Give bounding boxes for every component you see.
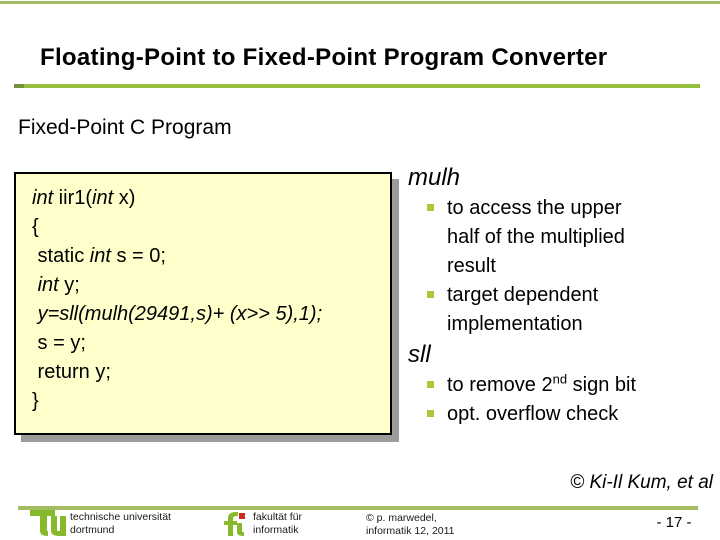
section-heading-sll: sll	[408, 341, 431, 368]
list-item: opt. overflow check	[427, 400, 714, 429]
mulh-bullet-list: to access the upper half of the multipli…	[408, 194, 714, 339]
code-segment: int	[37, 274, 59, 296]
code-segment: s = 0;	[110, 245, 166, 267]
list-item-text: to access the upper half of the multipli…	[447, 194, 625, 281]
code-line: s = y;	[32, 329, 382, 358]
item-line: implementation	[447, 313, 583, 335]
sll-bullet-list: to remove 2nd sign bit opt. overflow che…	[408, 371, 714, 429]
slide-title: Floating-Point to Fixed-Point Program Co…	[40, 44, 608, 72]
list-item-text: target dependent implementation	[447, 281, 598, 339]
code-line: y=sll(mulh(29491,s)+ (x>> 5),1);	[32, 300, 382, 329]
item-text-post: sign bit	[567, 374, 637, 396]
top-accent-line	[0, 1, 720, 4]
page-number: - 17 -	[656, 514, 692, 531]
list-item-text: to remove 2nd sign bit	[447, 371, 636, 400]
code-line: return y;	[32, 358, 382, 387]
item-text-pre: to remove 2	[447, 374, 553, 396]
source-attribution: © Ki-Il Kum, et al	[570, 472, 713, 493]
university-name-line1: technische universität	[70, 511, 171, 523]
university-name: technische universität dortmund	[70, 511, 171, 536]
square-bullet-icon	[427, 381, 434, 388]
copyright-credit: © p. marwedel, informatik 12, 2011	[366, 512, 455, 537]
item-line: half of the multiplied	[447, 226, 625, 248]
square-bullet-icon	[427, 410, 434, 417]
title-underline	[14, 84, 700, 88]
right-column: mulh to access the upper half of the mul…	[408, 162, 714, 429]
faculty-informatik-logo-icon	[224, 512, 245, 536]
code-box: int iir1(int x){ static int s = 0; int y…	[14, 172, 392, 435]
faculty-name-line1: fakultät für	[253, 511, 303, 523]
list-item: to remove 2nd sign bit	[427, 371, 714, 400]
footer-accent-line	[18, 506, 698, 510]
code-segment: return y;	[32, 361, 111, 383]
faculty-name: fakultät für informatik	[253, 511, 302, 536]
list-item-text: opt. overflow check	[447, 400, 618, 429]
code-content: int iir1(int x){ static int s = 0; int y…	[32, 184, 382, 416]
code-segment: int	[89, 245, 111, 267]
code-line: int y;	[32, 271, 382, 300]
list-item: to access the upper half of the multipli…	[427, 194, 714, 281]
section-heading-mulh: mulh	[408, 164, 461, 191]
code-segment: int	[92, 187, 114, 209]
code-segment: }	[32, 390, 39, 412]
code-line: }	[32, 387, 382, 416]
code-segment: {	[32, 216, 39, 238]
code-segment: x)	[113, 187, 136, 209]
square-bullet-icon	[427, 204, 434, 211]
title-underline-tip	[14, 84, 24, 88]
university-name-line2: dortmund	[70, 523, 115, 536]
list-item: target dependent implementation	[427, 281, 714, 339]
tu-dortmund-logo-icon	[30, 510, 66, 536]
code-segment: int	[32, 187, 54, 209]
code-segment: static	[32, 245, 90, 267]
code-line: {	[32, 213, 382, 242]
code-line: int iir1(int x)	[32, 184, 382, 213]
copyright-credit-line2: informatik 12, 2011	[366, 524, 455, 537]
code-segment: iir1(	[53, 187, 93, 209]
item-text-superscript: nd	[552, 371, 568, 387]
item-line: result	[447, 255, 496, 277]
item-line: to access the upper	[447, 197, 622, 219]
square-bullet-icon	[427, 291, 434, 298]
code-segment: s = y;	[32, 332, 86, 354]
slide-subtitle: Fixed-Point C Program	[18, 116, 232, 139]
faculty-name-line2: informatik	[253, 523, 299, 536]
item-line: opt. overflow check	[447, 403, 619, 425]
code-segment: y;	[58, 274, 80, 296]
code-segment: y=sll(mulh(29491,s)+ (x>> 5),1);	[37, 303, 323, 325]
code-line: static int s = 0;	[32, 242, 382, 271]
copyright-credit-line1: © p. marwedel,	[366, 512, 437, 524]
item-line: target dependent	[447, 284, 599, 306]
